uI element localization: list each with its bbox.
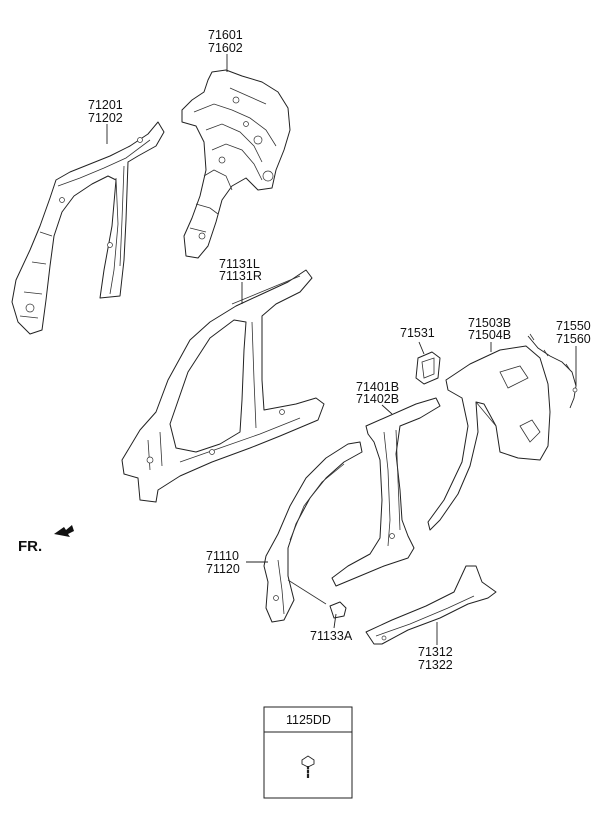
label-71201: 71201 — [88, 98, 123, 112]
part-pillar-bracket — [329, 601, 347, 619]
label-71401B: 71401B — [356, 380, 399, 394]
part-side-sill — [365, 565, 497, 645]
label-71602: 71602 — [208, 41, 243, 55]
label-71601: 71601 — [208, 28, 243, 42]
label-71560: 71560 — [556, 332, 591, 346]
part-roof-rail-inner — [11, 121, 165, 335]
bolt-icon — [301, 755, 315, 778]
fastener-callout-box: 1125DD — [263, 706, 353, 799]
part-fuel-filler-housing — [415, 351, 441, 385]
label-71402B: 71402B — [356, 392, 399, 406]
label-71504B: 71504B — [468, 328, 511, 342]
label-71110: 71110 — [206, 549, 239, 563]
label-71133A: 71133A — [310, 629, 353, 643]
label-71312: 71312 — [418, 645, 453, 659]
part-quarter-inner-panel — [181, 69, 291, 259]
label-71322: 71322 — [418, 658, 453, 672]
front-direction-arrow — [54, 525, 74, 537]
part-center-pillar — [331, 397, 441, 587]
label-71131L: 71131L — [219, 257, 260, 271]
label-71120: 71120 — [206, 562, 240, 576]
label-71131R: 71131R — [219, 269, 262, 283]
label-71531: 71531 — [400, 326, 435, 340]
part-side-outer-panel — [121, 269, 325, 503]
label-71202: 71202 — [88, 111, 123, 125]
part-quarter-wiring-bracket — [527, 333, 578, 409]
part-front-pillar — [263, 441, 363, 623]
label-71550: 71550 — [556, 319, 591, 333]
label-1125DD: 1125DD — [286, 713, 331, 727]
part-quarter-outer-panel — [427, 345, 551, 531]
label-71503B: 71503B — [468, 316, 511, 330]
front-direction-label: FR. — [18, 538, 42, 555]
